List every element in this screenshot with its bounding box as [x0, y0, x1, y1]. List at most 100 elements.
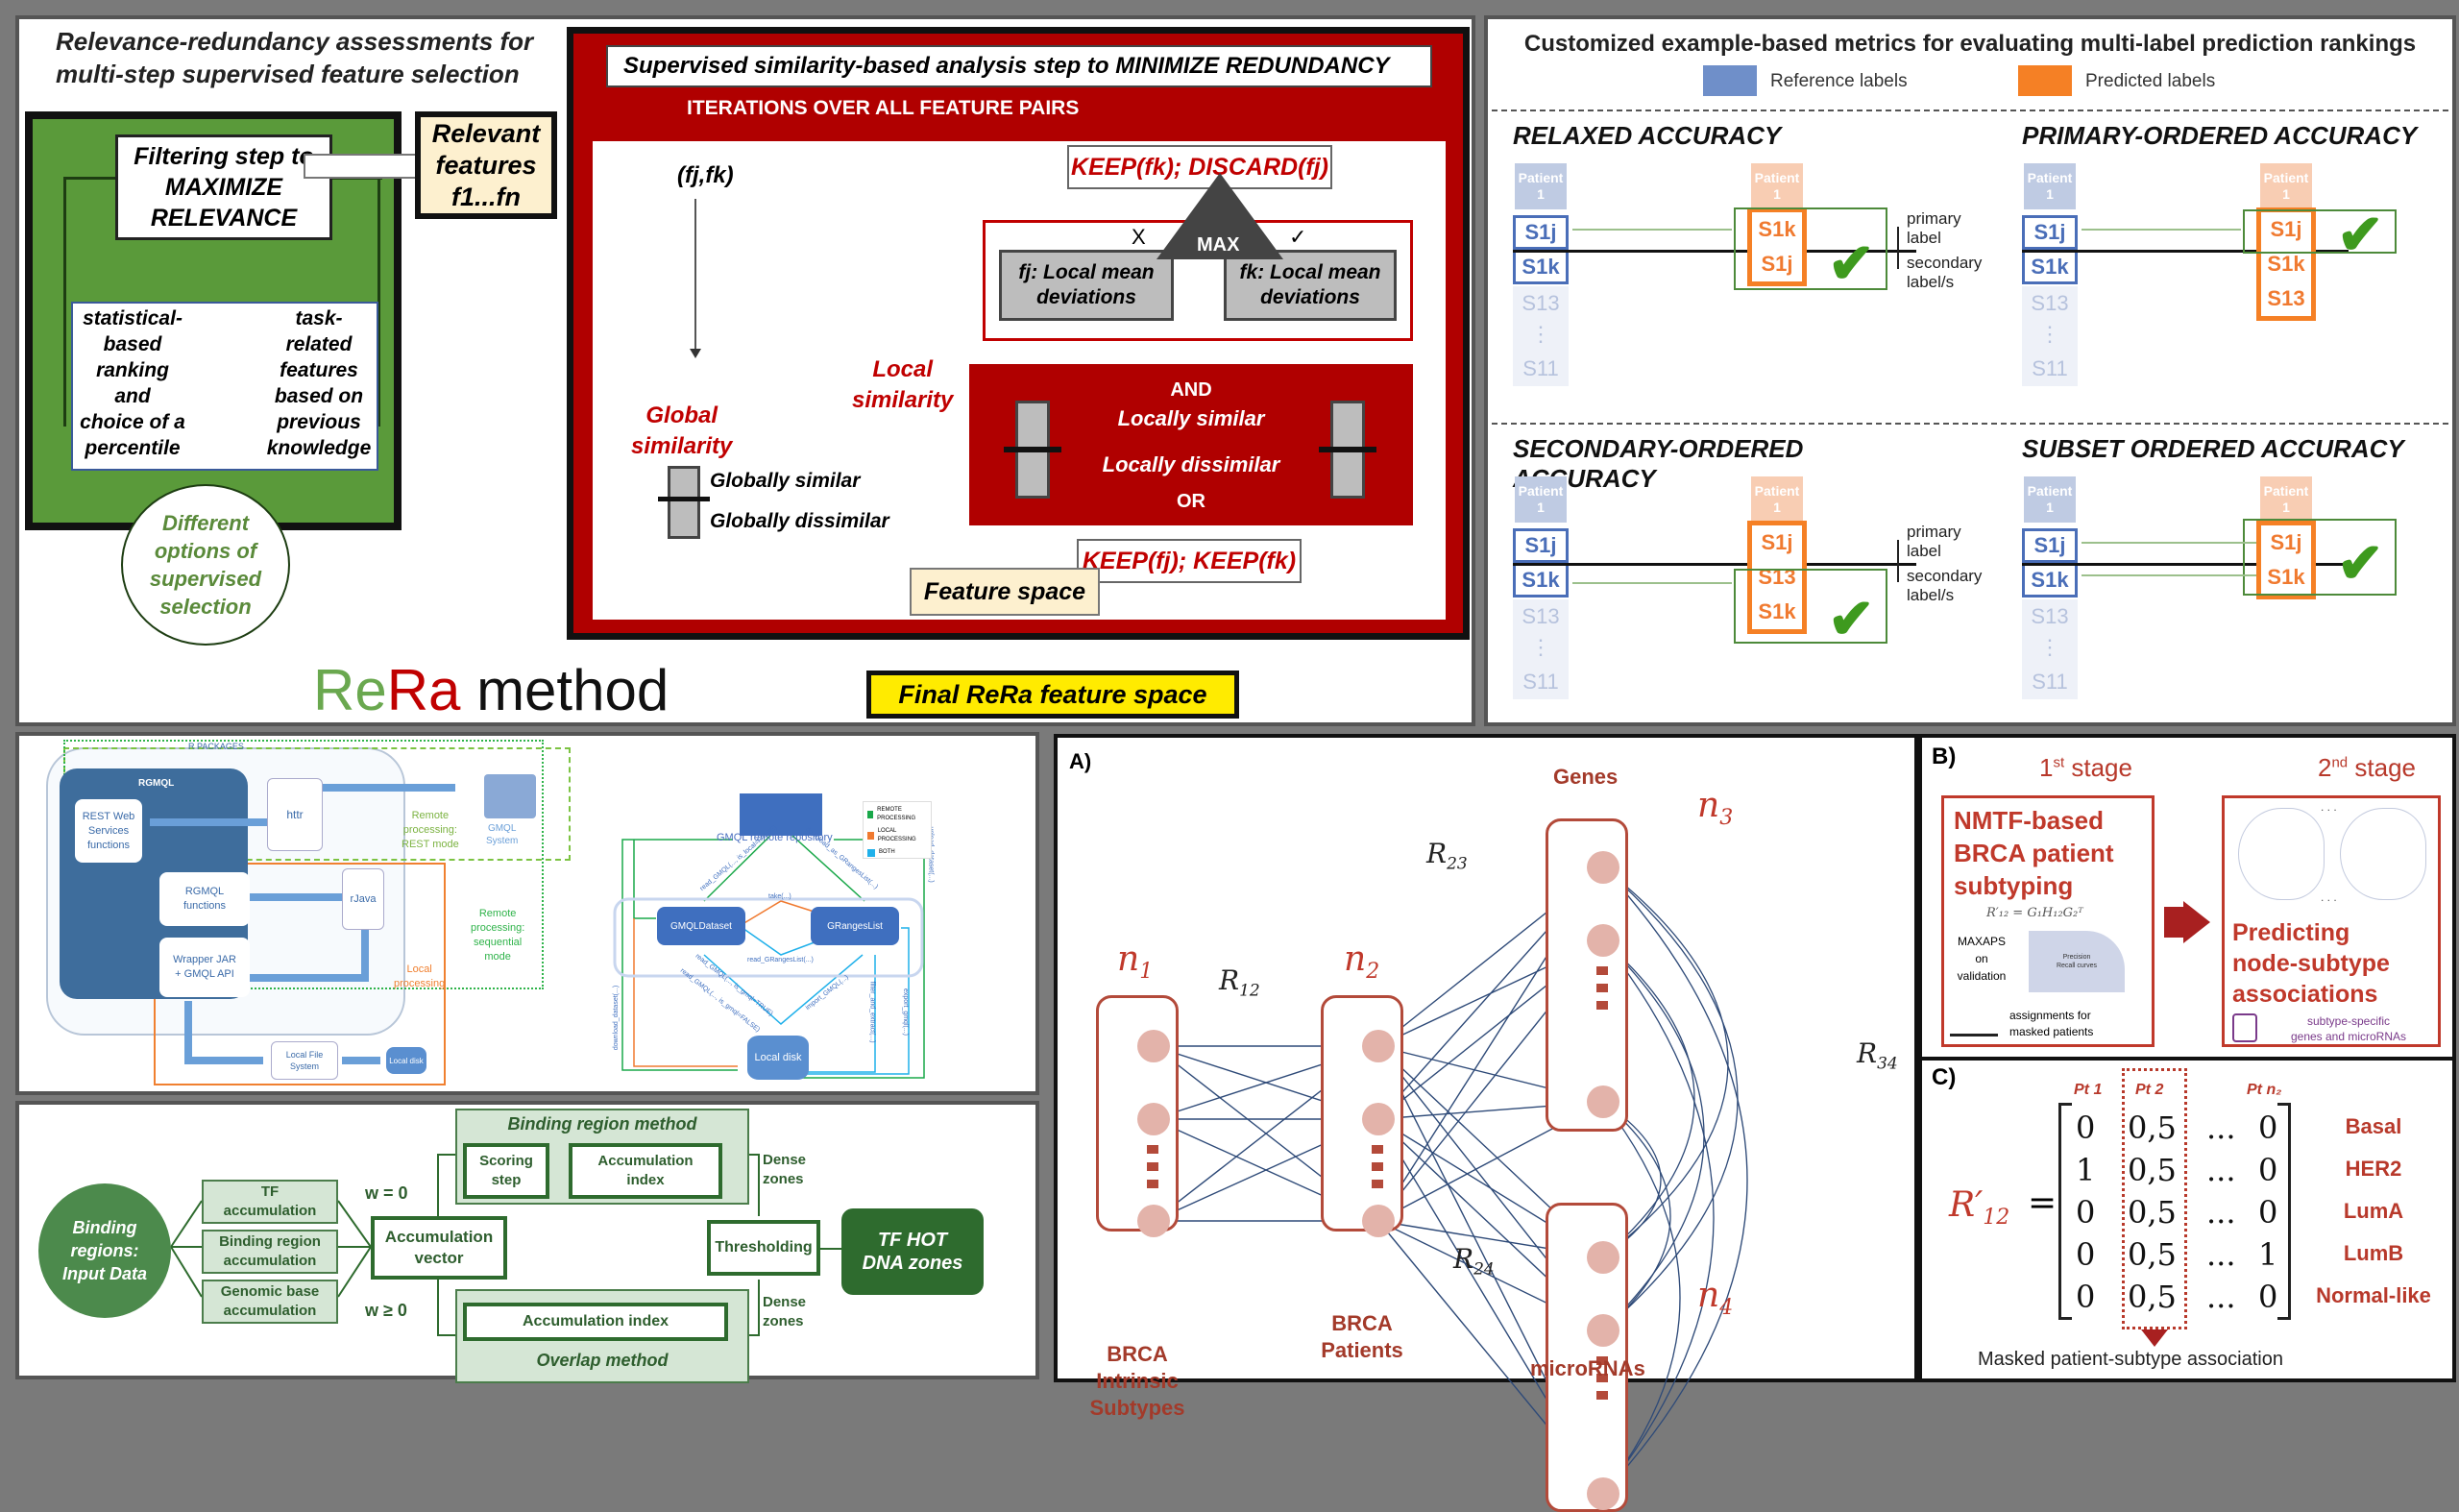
- ellipse-line-2: supervised: [149, 567, 262, 591]
- reference-label-cell: S13: [2022, 286, 2078, 321]
- arrow-functions-rjava: [250, 893, 342, 901]
- legend-both-swatch: [867, 848, 875, 857]
- global-similarity-label: Global similarity: [631, 401, 732, 462]
- reference-label-cell: S1k: [2022, 563, 2078, 597]
- reference-label-cell: S1k: [1513, 250, 1569, 284]
- subtype-specific-label: subtype-specific genes and microRNAs: [2259, 1013, 2438, 1044]
- pred-patient-word: Patient: [1754, 483, 1800, 499]
- mini-ellipsis-bottom: . . .: [2321, 890, 2337, 904]
- arrow-fs-disk: [342, 1057, 380, 1064]
- arrow-httr-gmql: [323, 784, 455, 792]
- opt-l-5: percentile: [85, 437, 181, 459]
- ref-patient-num: 1: [2046, 186, 2054, 202]
- factorization-formula: R′₁₂ = G₁H₁₂G₂ᵀ: [1986, 906, 2083, 920]
- r34-edge: [1602, 1101, 1671, 1331]
- nmtf-1: BRCA patient: [1954, 839, 2114, 867]
- r34-edge: [1602, 1101, 1662, 1258]
- r24-r: R: [1453, 1243, 1474, 1275]
- dense-zones-top: Dense zones: [763, 1151, 806, 1189]
- nmtf-0: NMTF-based: [1954, 806, 2104, 835]
- local-similarity-label: Local similarity: [852, 354, 953, 416]
- primary-secondary-divider: [1513, 563, 1916, 566]
- rgmql-panel: R PACKAGES RGMQL REST Web Services funct…: [15, 732, 1039, 1095]
- r24-label: R24: [1453, 1243, 1495, 1280]
- pr-curve-chart: Precision Recall curves: [2029, 931, 2125, 992]
- arrow-wrapper-down: [184, 1001, 192, 1064]
- stage2-word: stage: [2348, 753, 2416, 782]
- nmtf-title: NMTF-based BRCA patient subtyping: [1954, 804, 2114, 902]
- r12-r: R: [1219, 964, 1240, 996]
- pred-patient-word: Patient: [2263, 170, 2309, 185]
- read-import-lines: [703, 954, 864, 1025]
- pair-down-arrow: [694, 199, 696, 353]
- legend-reference-swatch: [1703, 65, 1757, 96]
- metric-title: PRIMARY-ORDERED ACCURACY: [2022, 121, 2418, 150]
- micrornas-label: microRNAs: [1530, 1356, 1645, 1380]
- reference-label-cell: S1j: [2022, 528, 2078, 563]
- r34-sub: 34: [1877, 1054, 1898, 1074]
- fk-line-0: fk: Local mean: [1239, 261, 1381, 283]
- ai-1: index: [626, 1172, 665, 1188]
- relevant-line-2: f1...fn: [451, 182, 521, 211]
- rjava-box: rJava: [342, 868, 384, 930]
- pr-1: Recall curves: [2056, 963, 2097, 969]
- w-geq-zero-label: w ≥ 0: [365, 1301, 407, 1320]
- left-bracket: [2058, 1103, 2072, 1320]
- matrix-cell: ...: [2206, 1236, 2236, 1273]
- stage1-num: 1: [2039, 753, 2054, 782]
- gmql-flow-lines: [613, 824, 925, 1079]
- opt-r-2: features: [280, 359, 358, 381]
- input-0: Binding: [72, 1218, 137, 1237]
- ss-0: subtype-specific: [2306, 1014, 2391, 1028]
- ref-patient-word: Patient: [1518, 483, 1564, 499]
- acc0-0: TF: [260, 1183, 280, 1200]
- arrow-filter-to-relevant: [304, 154, 417, 179]
- httr-box: httr: [267, 778, 323, 851]
- network-node: [1137, 1030, 1170, 1062]
- subtype-label: Normal-like: [2316, 1283, 2431, 1307]
- predicted-label-cell: S1k: [1758, 217, 1796, 241]
- reference-label-cell: S11: [1513, 665, 1569, 699]
- predicted-labels-box: [2256, 207, 2316, 321]
- r23-label: R23: [1426, 838, 1468, 874]
- tf-hot-output-box: TF HOT DNA zones: [841, 1208, 984, 1295]
- rera-ra: Ra: [386, 658, 461, 722]
- label-direction-arrow: [1897, 540, 1899, 582]
- matrix-cell: 1: [2076, 1152, 2096, 1188]
- locally-dissimilar: Locally dissimilar: [1102, 452, 1280, 476]
- local-sim-1: similarity: [852, 387, 954, 413]
- ref-patient-word: Patient: [2027, 170, 2073, 185]
- network-node: [1137, 1103, 1170, 1135]
- metric-title: SECONDARY-ORDERED ACCURACY: [1513, 434, 1804, 493]
- matrix-cell: 0: [2076, 1194, 2096, 1231]
- redundancy-title: Supervised similarity-based analysis ste…: [606, 45, 1432, 87]
- rest-ws-box: REST Web Services functions: [75, 799, 142, 863]
- dz-t-0: Dense: [763, 1152, 807, 1168]
- export-gmql-label: export_gmql(...): [902, 988, 910, 1036]
- av-1: vector: [414, 1249, 464, 1267]
- global-sim-1: similarity: [631, 433, 733, 459]
- opt-l-4: choice of a: [80, 411, 185, 433]
- acc0-1: accumulation: [223, 1203, 317, 1219]
- ref-patient-num: 1: [1537, 500, 1545, 515]
- binding-region-method-box: Binding region method Scoring step Accum…: [455, 1109, 749, 1205]
- filter-extract-label: filter_and_extract(...): [868, 981, 876, 1043]
- ellipsis-dots: [1372, 1145, 1383, 1193]
- patients-label: BRCA Patients: [1290, 1310, 1434, 1364]
- local-sim-0: Local: [872, 356, 934, 382]
- primary-secondary-divider: [1513, 250, 1916, 253]
- network-node: [1362, 1103, 1395, 1135]
- sl-1: label/s: [1907, 273, 1955, 291]
- r23-r: R: [1426, 838, 1448, 869]
- rs-3: mode: [484, 951, 511, 963]
- rest-ws-1: Services: [87, 824, 130, 837]
- opt-l-3: and: [114, 385, 151, 407]
- rr-0: Remote: [411, 810, 450, 821]
- tf-hot-panel: Binding regions: Input Data TF accumulat…: [15, 1101, 1039, 1383]
- tick-mark-icon: ✓: [1289, 225, 1307, 249]
- collect-line-top: [633, 840, 656, 919]
- n1-sub: 1: [1139, 960, 1154, 985]
